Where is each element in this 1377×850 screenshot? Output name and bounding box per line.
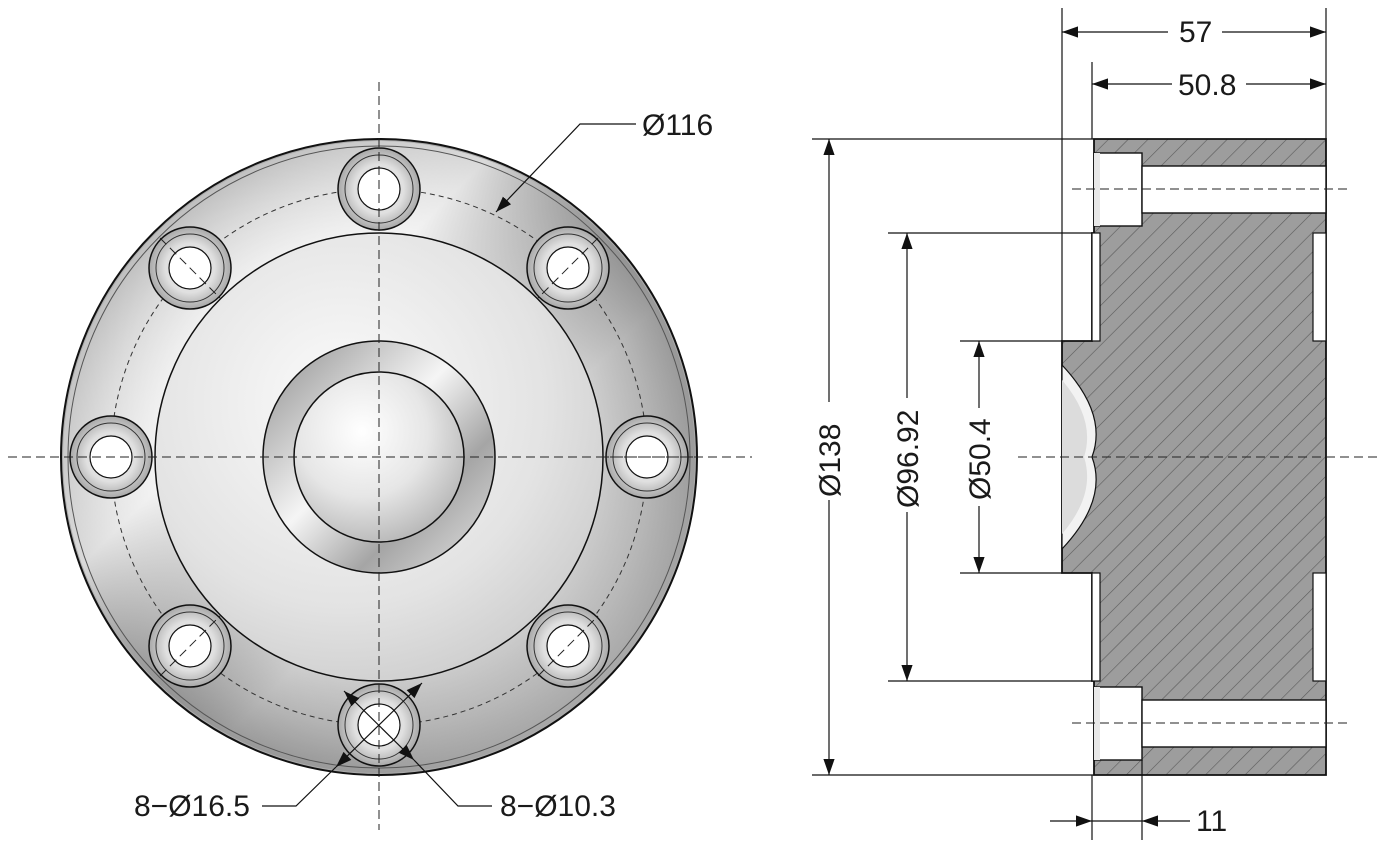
hole-centerline-diagonal-d [159,615,221,677]
outer-diameter-label: Ø138 [814,424,847,497]
bore-diameter-label: Ø50.4 [964,418,997,500]
hole-centerline-diagonal-b [537,237,599,299]
spigot-diameter-label: Ø96.92 [892,410,925,508]
rear-relief-top [1312,232,1327,342]
spigot-face-top [1091,232,1101,342]
counterbore-label: 8−Ø16.5 [134,790,250,823]
pcd-label: Ø116 [642,109,713,142]
hole-label: 8−Ø10.3 [500,790,616,823]
spigot-face-bottom [1091,572,1101,682]
side-view: 57 50.8 Ø138 Ø96.92 Ø50.4 11 [812,8,1377,840]
front-view: Ø116 8−Ø16.5 8−Ø10.3 [8,82,752,830]
hole-dim-line [343,690,415,761]
hole-centerline-diagonal-a [159,237,221,299]
rear-relief-bottom [1312,572,1327,682]
counterbore-depth-label: 11 [1196,805,1227,838]
flange-length-label: 50.8 [1178,69,1236,102]
counterbore-leader [262,766,337,807]
overall-length-label: 57 [1179,16,1212,49]
hole-leader [413,759,492,807]
pcd-leader [495,123,636,213]
hole-centerline-diagonal-c [537,615,599,677]
